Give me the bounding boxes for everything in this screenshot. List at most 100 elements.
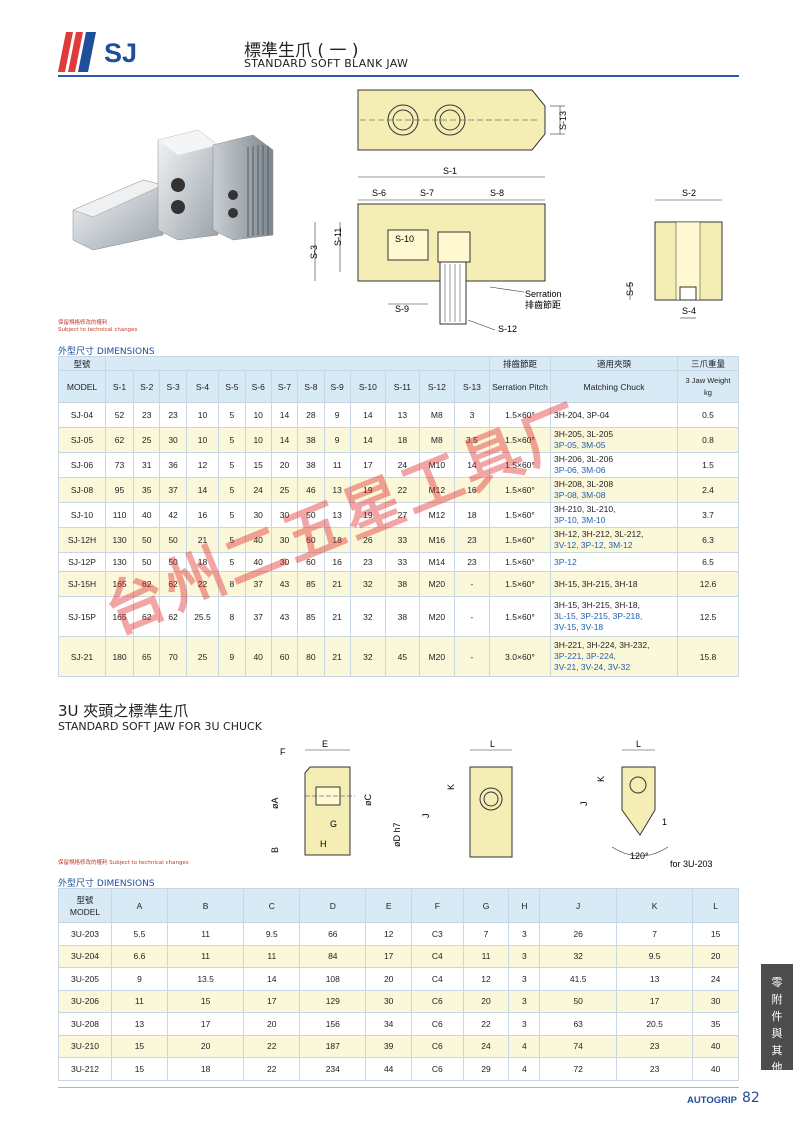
cell-value: 4 xyxy=(508,1034,541,1058)
label-l: L xyxy=(490,739,495,749)
cell-value: 41.5 xyxy=(539,967,617,991)
cell-weight: 6.5 xyxy=(677,552,739,572)
cell-value: 9 xyxy=(323,402,351,428)
cell-value: 5 xyxy=(218,427,246,453)
cell-value: 21 xyxy=(185,527,220,553)
cell-value: 14 xyxy=(243,967,301,991)
label-s13: S-13 xyxy=(558,111,568,130)
cell-value: 85 xyxy=(297,596,325,637)
cell-value: 95 xyxy=(104,477,135,503)
sidebar-char: 他 xyxy=(771,1061,783,1074)
header-col: S-7 xyxy=(270,370,299,403)
chuck-line: 3P-221, 3P-224, xyxy=(554,651,616,661)
cell-value: 3.5 xyxy=(453,427,491,453)
label-s1: S-1 xyxy=(443,166,457,176)
3u-jaw-drawing: F E øA øC G øD h7 B H L K J L K J 1 120°… xyxy=(270,739,713,869)
cell-value: 234 xyxy=(299,1057,367,1081)
dimensions-label-cn: 外型尺寸 xyxy=(58,347,95,357)
cell-value: 3 xyxy=(508,967,541,991)
chuck-line: 3P-06, 3M-06 xyxy=(554,465,606,475)
cell-value: 85 xyxy=(297,571,325,597)
cell-value: 35 xyxy=(692,1012,739,1036)
cell-value: 7 xyxy=(462,922,510,946)
cell-value: 45 xyxy=(384,636,420,677)
label-s12: S-12 xyxy=(498,324,517,334)
cell-value: 14 xyxy=(270,402,299,428)
cell-value: 42 xyxy=(159,502,187,528)
cell-value: 30 xyxy=(365,989,412,1013)
cell-value: 44 xyxy=(365,1057,412,1081)
cell-value: 36 xyxy=(159,452,187,478)
rights-note-en: Subject to technical changes xyxy=(58,327,138,333)
cell-value: C6 xyxy=(411,989,464,1013)
header-col: E xyxy=(365,888,412,923)
header-serration-cn: 排齒節距 xyxy=(489,356,551,371)
cell-value: 14 xyxy=(349,427,386,453)
cell-value: 13 xyxy=(111,1012,168,1036)
cell-value: 38 xyxy=(297,427,325,453)
footer-brand: AUTOGRIP xyxy=(687,1095,737,1106)
cell-value: 33 xyxy=(384,552,420,572)
cell-value: 22 xyxy=(462,1012,510,1036)
page-number: 82 xyxy=(742,1090,760,1106)
chuck-line: 3H-221, 3H-224, 3H-232, xyxy=(554,640,650,650)
cell-value: 14 xyxy=(270,427,299,453)
cell-value: 32 xyxy=(539,944,617,968)
label-a: øA xyxy=(270,797,280,809)
cell-value: 20 xyxy=(692,944,739,968)
cell-value: 25 xyxy=(133,427,161,453)
cell-weight: 0.5 xyxy=(677,402,739,428)
chuck-line: 3H-205, 3L-205 xyxy=(554,429,614,439)
header-col: S-8 xyxy=(297,370,325,403)
cell-value: 165 xyxy=(104,571,135,597)
brand-logo: SJ xyxy=(104,38,138,68)
rights-note-cn: 保留規格修改的權利 xyxy=(58,320,108,326)
cell-value: 7 xyxy=(615,922,694,946)
dimensions-label-2: 外型尺寸 DIMENSIONS xyxy=(58,876,155,889)
cell-value: 6.6 xyxy=(111,944,168,968)
cell-pitch: 1.5×60° xyxy=(489,402,551,428)
rights-note-en-2: Subject to technical changes xyxy=(109,860,189,866)
cell-value: 12 xyxy=(185,452,220,478)
cell-value: 18 xyxy=(453,502,491,528)
category-sidebar-tab[interactable]: 零附件與其他 xyxy=(761,964,793,1074)
label-s6: S-6 xyxy=(372,188,386,198)
cell-pitch: 1.5×60° xyxy=(489,502,551,528)
cell-value: 14 xyxy=(185,477,220,503)
cell-value: 129 xyxy=(299,989,367,1013)
cell-value: 30 xyxy=(159,427,187,453)
chuck-line: 3H-204, 3P-04 xyxy=(554,409,610,420)
header-spacer xyxy=(105,356,490,371)
cell-model: SJ-04 xyxy=(58,402,106,428)
cell-chuck: 3H-221, 3H-224, 3H-232,3P-221, 3P-224,3V… xyxy=(550,636,678,677)
cell-value: 19 xyxy=(349,477,386,503)
chuck-line: 3V-15, 3V-18 xyxy=(554,622,604,632)
cell-value: 15 xyxy=(166,989,245,1013)
cell-value: 9.5 xyxy=(615,944,694,968)
chuck-line: 3H-15, 3H-215, 3H-18, xyxy=(554,600,640,610)
cell-value: 23 xyxy=(615,1057,694,1081)
cell-weight: 12.6 xyxy=(677,571,739,597)
label-k2: K xyxy=(596,776,606,782)
cell-pitch: 3.0×60° xyxy=(489,636,551,677)
cell-value: 13 xyxy=(615,967,694,991)
header-model: 型號 MODEL xyxy=(58,888,112,923)
header-weight-en: 3 Jaw Weight xyxy=(685,375,731,385)
cell-value: 156 xyxy=(299,1012,367,1036)
cell-value: 12 xyxy=(365,922,412,946)
cell-value: 28 xyxy=(297,402,325,428)
page-title-cn: 標準生爪 ( 一 ) xyxy=(244,41,359,61)
header-col: S-11 xyxy=(384,370,420,403)
cell-value: 73 xyxy=(104,452,135,478)
cell-value: - xyxy=(453,636,491,677)
cell-model: SJ-06 xyxy=(58,452,106,478)
cell-value: 26 xyxy=(539,922,617,946)
cell-value: 20 xyxy=(365,967,412,991)
header-col: S-13 xyxy=(453,370,491,403)
